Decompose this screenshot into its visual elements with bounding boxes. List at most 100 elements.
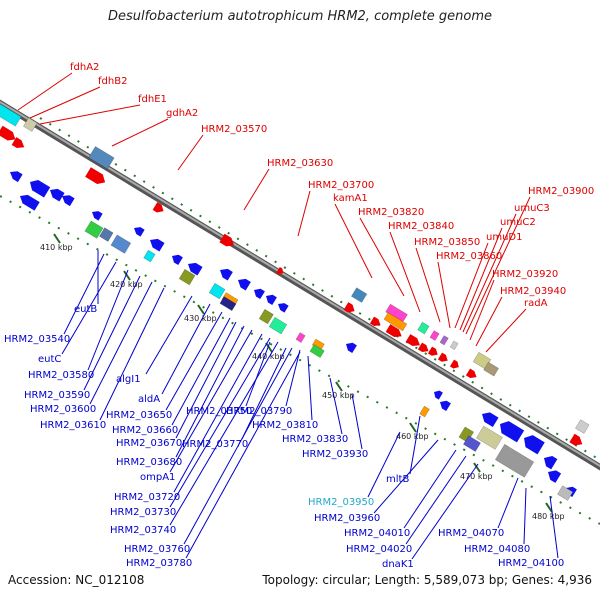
reverse-block-8	[258, 308, 274, 325]
reverse-gene-label: HRM2_03590	[24, 390, 90, 401]
forward-gene-5-shape	[276, 267, 284, 275]
reverse-gene-21-shape	[544, 455, 558, 470]
reverse-block-3	[143, 249, 156, 263]
reverse-gene-11-shape	[238, 278, 251, 291]
forward-block-2	[88, 146, 115, 170]
forward-gene-label: fdhB2	[98, 76, 127, 87]
reverse-gene-label: HRM2_03960	[314, 513, 380, 524]
reverse-leader-line	[185, 351, 301, 559]
reverse-block-10-shape	[295, 332, 306, 343]
forward-gene-label: umuC3	[514, 203, 550, 214]
reverse-leader-line	[165, 311, 223, 411]
reverse-gene-19	[500, 421, 525, 443]
reverse-block-10	[295, 332, 306, 343]
reverse-block-4	[178, 268, 196, 286]
forward-leader-line	[359, 217, 405, 297]
forward-gene-9	[405, 334, 420, 346]
forward-block-7-shape	[429, 330, 440, 341]
reverse-gene-2-shape	[50, 188, 65, 202]
forward-gene-4-shape	[219, 233, 234, 247]
reverse-block-12	[309, 344, 325, 359]
scale-tick-label: 480 kbp	[532, 512, 565, 521]
reverse-gene-10	[220, 268, 233, 281]
forward-block-12	[574, 419, 590, 434]
scale-tick-mark	[409, 422, 417, 433]
reverse-gene-0-shape	[10, 171, 23, 183]
forward-gene-label: HRM2_03900	[528, 186, 594, 197]
reverse-gene-label: ompA1	[140, 472, 175, 483]
reverse-leader-line	[497, 477, 519, 529]
reverse-leader-line	[169, 337, 271, 508]
reverse-block-17	[494, 443, 535, 478]
forward-gene-track	[0, 102, 590, 446]
forward-gene-label: HRM2_03700	[308, 180, 374, 191]
forward-gene-label: HRM2_03840	[388, 221, 454, 232]
reverse-gene-label: HRM2_03790	[226, 406, 292, 417]
reverse-gene-label: mltB	[386, 474, 409, 485]
reverse-block-7-shape	[219, 296, 237, 312]
scale-tick-mark	[335, 381, 343, 392]
reverse-block-3-shape	[143, 249, 156, 263]
reverse-gene-label: HRM2_03610	[40, 420, 106, 431]
reverse-gene-11	[238, 278, 251, 291]
forward-gene-label: umuD1	[486, 232, 522, 243]
forward-block-0	[0, 102, 22, 127]
reverse-block-13-shape	[419, 405, 430, 418]
reverse-gene-1	[30, 179, 51, 198]
reverse-block-16-shape	[475, 425, 503, 450]
forward-block-11	[483, 361, 500, 377]
reverse-gene-label: HRM2_04010	[344, 528, 410, 539]
forward-gene-12-shape	[437, 352, 448, 362]
reverse-gene-1-shape	[30, 179, 51, 198]
forward-gene-label: HRM2_03820	[358, 207, 424, 218]
reverse-gene-label: HRM2_03580	[28, 370, 94, 381]
forward-block-6-shape	[417, 321, 430, 335]
forward-gene-15	[569, 433, 583, 446]
forward-gene-8-shape	[385, 324, 402, 338]
forward-gene-label: fdhE1	[138, 94, 167, 105]
reverse-block-2-shape	[110, 234, 132, 254]
reverse-block-4-shape	[178, 268, 196, 286]
forward-leader-line	[485, 308, 527, 353]
reverse-gene-label: HRM2_03720	[114, 492, 180, 503]
forward-block-3-shape	[350, 287, 368, 303]
reverse-block-2	[110, 234, 132, 254]
reverse-gene-track	[10, 171, 577, 501]
reverse-leader-line	[171, 317, 231, 426]
reverse-leader-line	[83, 275, 141, 391]
reverse-leader-line	[61, 261, 117, 355]
forward-gene-label: HRM2_03860	[436, 251, 502, 262]
topology-text: Topology: circular; Length: 5,589,073 bp…	[262, 573, 592, 587]
forward-block-1-shape	[22, 117, 38, 132]
forward-block-1	[22, 117, 38, 132]
reverse-block-1	[98, 227, 114, 242]
reverse-gene-18-shape	[482, 412, 499, 427]
reverse-leader-line	[549, 495, 559, 559]
forward-block-5-shape	[383, 312, 408, 332]
forward-gene-4	[219, 233, 234, 247]
reverse-gene-label: eutC	[38, 354, 61, 365]
reverse-gene-17	[440, 400, 451, 412]
reverse-gene-3-shape	[62, 195, 75, 207]
forward-leader-line	[29, 86, 101, 119]
reverse-gene-label: HRM2_03930	[302, 449, 368, 460]
reverse-gene-5	[92, 211, 103, 221]
forward-gene-10	[417, 342, 429, 353]
forward-gene-15-shape	[569, 433, 583, 446]
forward-gene-12	[437, 352, 448, 362]
forward-leader-line	[437, 261, 451, 329]
scale-tick-mark	[265, 342, 273, 353]
forward-gene-7	[369, 316, 381, 327]
reverse-gene-0	[10, 171, 23, 183]
forward-block-12-shape	[574, 419, 590, 434]
reverse-leader-line	[367, 431, 401, 498]
reverse-leader-line	[169, 341, 279, 526]
reverse-block-5-shape	[208, 282, 226, 300]
reverse-leader-line	[89, 281, 153, 405]
forward-gene-label: kamA1	[333, 193, 368, 204]
reverse-block-8-shape	[258, 308, 274, 325]
forward-block-5	[383, 312, 408, 332]
reverse-gene-label: dnaK1	[382, 559, 414, 570]
reverse-gene-19-shape	[500, 421, 525, 443]
